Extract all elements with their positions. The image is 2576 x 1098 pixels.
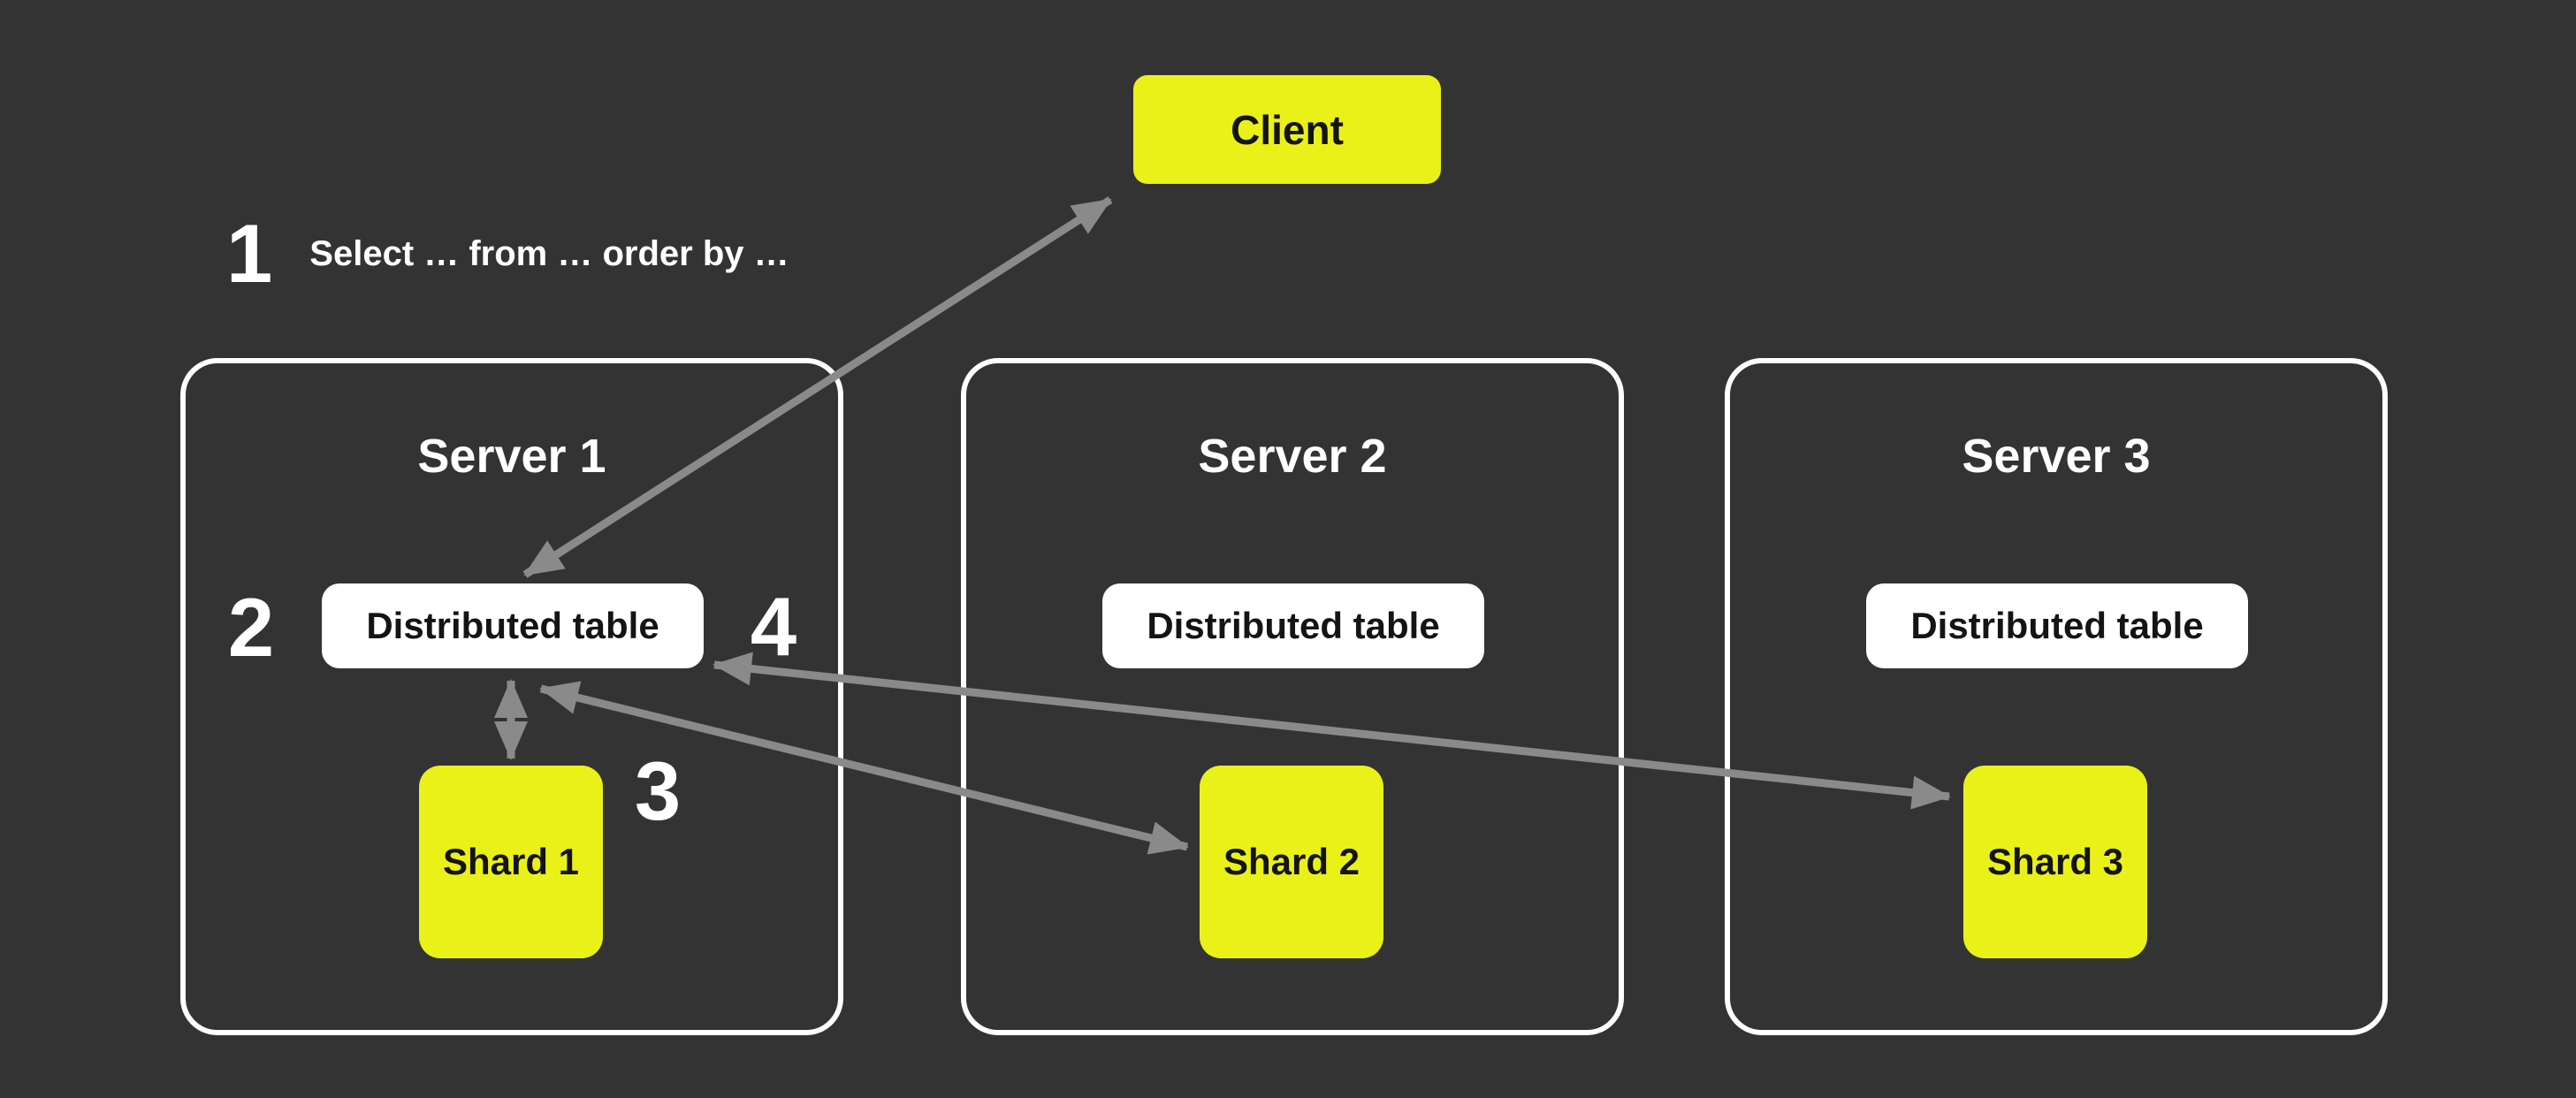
server-2-box: Server 2 Distributed table Shard 2 <box>961 358 1624 1035</box>
shard-2-label: Shard 2 <box>1223 841 1360 882</box>
shard-1-label: Shard 1 <box>442 841 580 882</box>
server-1-title: Server 1 <box>417 430 606 483</box>
step1-annotation: 1 Select … from … order by … <box>226 212 789 295</box>
shard-3-node: Shard 3 <box>1963 766 2147 958</box>
server-3-distributed-table: Distributed table <box>1866 583 2248 668</box>
step3-marker: 3 <box>634 744 682 837</box>
server-1-distributed-table-label: Distributed table <box>366 605 659 646</box>
step4-marker: 4 <box>750 580 797 673</box>
client-label: Client <box>1231 106 1344 153</box>
server-3-distributed-table-label: Distributed table <box>1910 605 2204 646</box>
step2-marker: 2 <box>227 581 275 674</box>
step1-query-text: Select … from … order by … <box>309 234 789 273</box>
server-1-box: Server 1 Distributed table Shard 1 <box>180 358 843 1035</box>
server-3-box: Server 3 Distributed table Shard 3 <box>1725 358 2388 1035</box>
step1-number: 1 <box>226 207 273 300</box>
shard-3-label: Shard 3 <box>1986 841 2124 882</box>
client-node: Client <box>1133 75 1441 184</box>
server-2-title: Server 2 <box>1198 430 1387 483</box>
shard-1-node: Shard 1 <box>419 766 603 958</box>
server-1-distributed-table: Distributed table <box>322 583 704 668</box>
shard-2-node: Shard 2 <box>1200 766 1383 958</box>
server-3-title: Server 3 <box>1962 430 2151 483</box>
server-2-distributed-table-label: Distributed table <box>1147 605 1440 646</box>
server-2-distributed-table: Distributed table <box>1102 583 1484 668</box>
